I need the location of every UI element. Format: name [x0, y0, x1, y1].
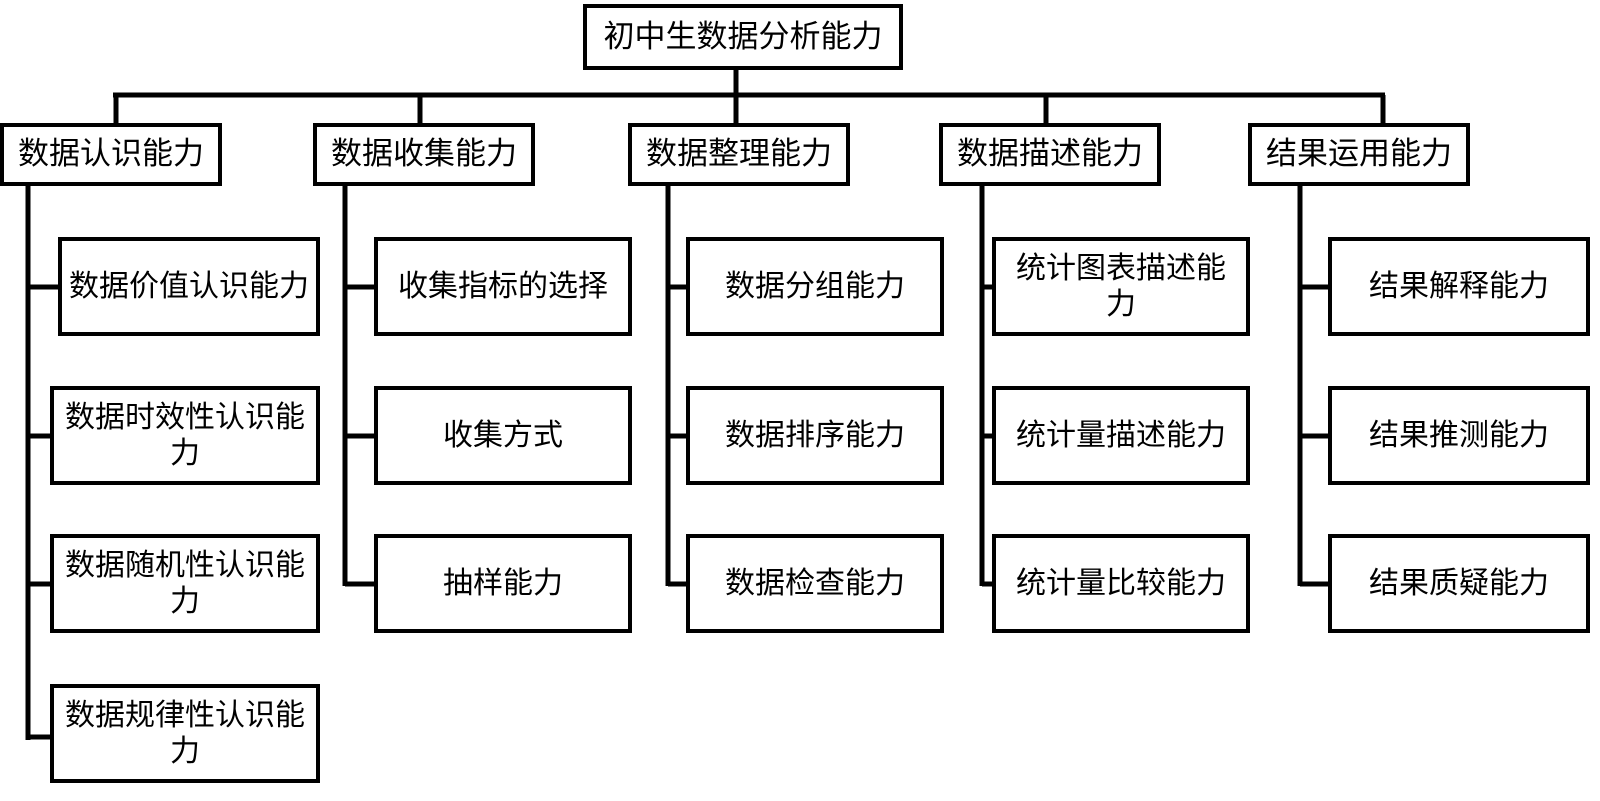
leaf-node-1-3[interactable]: 数据随机性认识能力 [50, 534, 320, 633]
leaf-node-2-1[interactable]: 收集指标的选择 [374, 237, 632, 336]
leaf-node-4-2[interactable]: 统计量描述能力 [992, 386, 1250, 485]
leaf-node-2-2-label: 收集方式 [443, 417, 563, 453]
leaf-node-1-1-label: 数据价值认识能力 [69, 268, 309, 304]
leaf-node-2-1-label: 收集指标的选择 [398, 268, 608, 304]
leaf-node-5-3[interactable]: 结果质疑能力 [1328, 534, 1590, 633]
branch-node-3[interactable]: 数据整理能力 [628, 123, 850, 186]
leaf-node-5-1[interactable]: 结果解释能力 [1328, 237, 1590, 336]
leaf-node-2-3-label: 抽样能力 [443, 565, 563, 601]
leaf-node-1-2-label: 数据时效性认识能力 [65, 400, 305, 471]
leaf-node-4-1[interactable]: 统计图表描述能力 [992, 237, 1250, 336]
branch-node-1[interactable]: 数据认识能力 [0, 123, 222, 186]
branch-node-1-label: 数据认识能力 [18, 136, 204, 173]
leaf-node-5-2[interactable]: 结果推测能力 [1328, 386, 1590, 485]
leaf-node-1-4-label: 数据规律性认识能力 [65, 698, 305, 769]
leaf-node-5-3-label: 结果质疑能力 [1369, 565, 1549, 601]
leaf-node-5-1-label: 结果解释能力 [1369, 268, 1549, 304]
root-node[interactable]: 初中生数据分析能力 [583, 4, 903, 70]
leaf-node-5-2-label: 结果推测能力 [1369, 417, 1549, 453]
branch-node-4-label: 数据描述能力 [957, 136, 1143, 173]
branch-node-3-label: 数据整理能力 [646, 136, 832, 173]
leaf-node-4-3[interactable]: 统计量比较能力 [992, 534, 1250, 633]
leaf-node-1-4[interactable]: 数据规律性认识能力 [50, 684, 320, 783]
branch-node-4[interactable]: 数据描述能力 [939, 123, 1161, 186]
leaf-node-1-3-label: 数据随机性认识能力 [65, 548, 305, 619]
branch-node-2[interactable]: 数据收集能力 [313, 123, 535, 186]
leaf-node-3-2-label: 数据排序能力 [725, 417, 905, 453]
leaf-node-3-1[interactable]: 数据分组能力 [686, 237, 944, 336]
leaf-node-3-1-label: 数据分组能力 [725, 268, 905, 304]
branch-node-2-label: 数据收集能力 [331, 136, 517, 173]
branch-node-5[interactable]: 结果运用能力 [1248, 123, 1470, 186]
leaf-node-3-3-label: 数据检查能力 [725, 565, 905, 601]
leaf-node-4-3-label: 统计量比较能力 [1016, 565, 1226, 601]
leaf-node-2-3[interactable]: 抽样能力 [374, 534, 632, 633]
leaf-node-4-1-label: 统计图表描述能力 [1016, 251, 1226, 322]
leaf-node-1-1[interactable]: 数据价值认识能力 [58, 237, 320, 336]
root-node-label: 初中生数据分析能力 [603, 18, 883, 55]
leaf-node-3-3[interactable]: 数据检查能力 [686, 534, 944, 633]
leaf-node-3-2[interactable]: 数据排序能力 [686, 386, 944, 485]
branch-node-5-label: 结果运用能力 [1266, 136, 1452, 173]
leaf-node-2-2[interactable]: 收集方式 [374, 386, 632, 485]
leaf-node-4-2-label: 统计量描述能力 [1016, 417, 1226, 453]
leaf-node-1-2[interactable]: 数据时效性认识能力 [50, 386, 320, 485]
